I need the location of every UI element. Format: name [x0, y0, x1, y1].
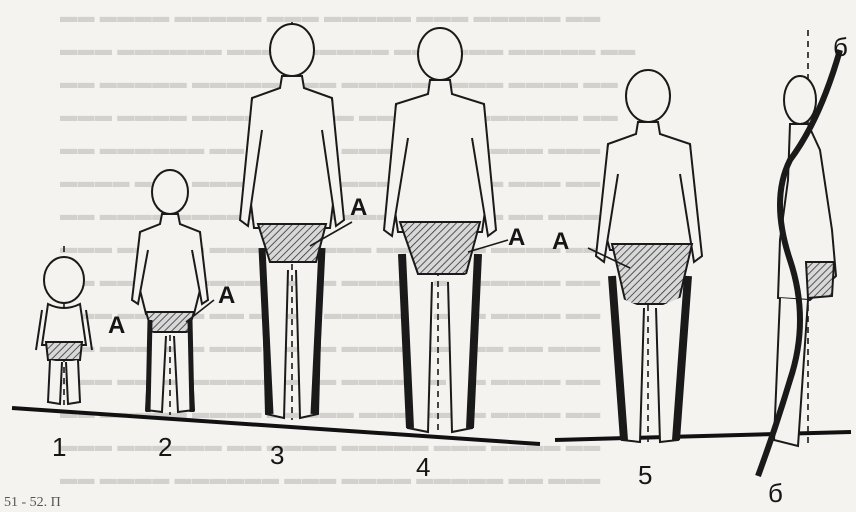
marker-label-a-2: А — [218, 282, 235, 310]
figure-3 — [240, 22, 344, 420]
figure-number-3: 3 — [270, 440, 284, 471]
ground-line-right — [555, 432, 851, 440]
spine-label-top: б — [833, 32, 848, 63]
figure-4 — [384, 28, 496, 432]
figure-6-side — [758, 30, 840, 476]
figure-5 — [596, 70, 702, 442]
figure-caption: 51 - 52. П — [4, 495, 61, 511]
figure-1 — [36, 246, 92, 405]
figure-2 — [132, 170, 208, 415]
marker-label-a-1: А — [108, 312, 125, 340]
figure-number-5: 5 — [638, 460, 652, 491]
marker-label-a-4: А — [508, 224, 525, 252]
figure-number-4: 4 — [416, 452, 430, 483]
marker-label-a-3: А — [350, 194, 367, 222]
marker-label-a-5: А — [552, 228, 569, 256]
figure-number-2: 2 — [158, 432, 172, 463]
spine-label-bottom: б — [768, 478, 783, 509]
figure-number-1: 1 — [52, 432, 66, 463]
